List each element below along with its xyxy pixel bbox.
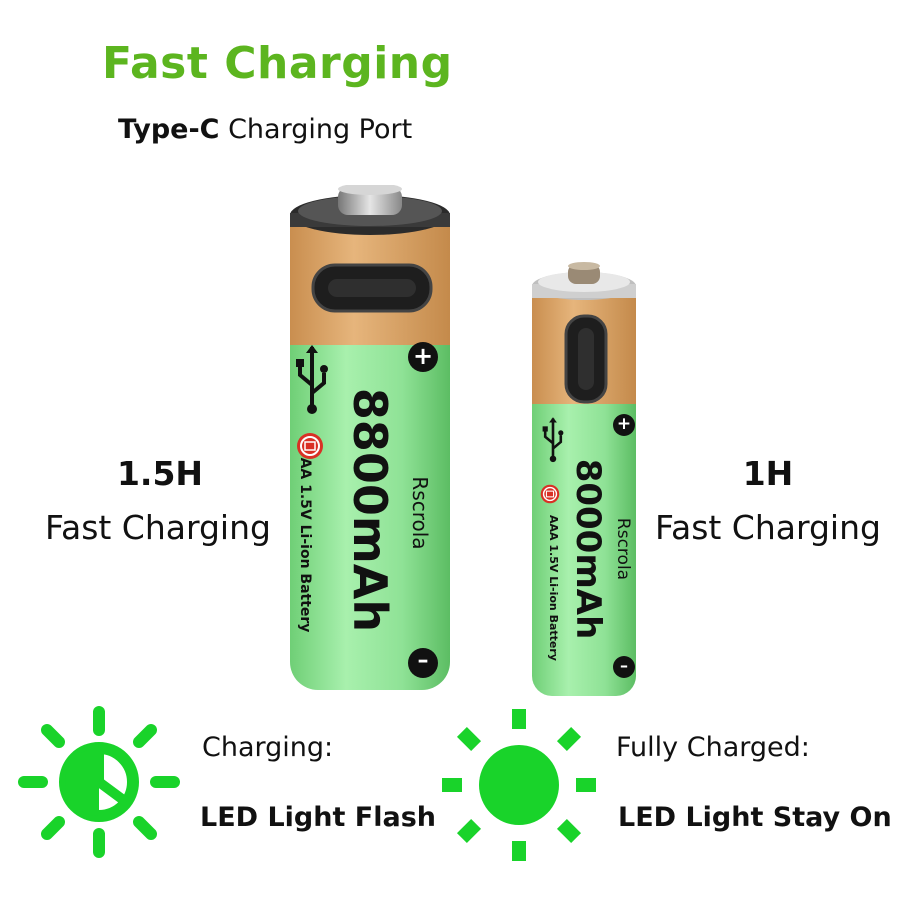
battery-charge-badge-icon xyxy=(296,432,324,460)
aa-brand: Rscrola xyxy=(408,476,432,550)
page-title: Fast Charging xyxy=(102,38,453,89)
charged-desc: LED Light Stay On xyxy=(618,802,892,833)
right-charge-label: Fast Charging xyxy=(655,508,881,547)
aa-capacity: 8800mAh xyxy=(343,387,397,633)
aaa-capacity: 8000mAh xyxy=(568,458,608,640)
charging-title: Charging: xyxy=(202,732,334,763)
aaa-minus-terminal: – xyxy=(613,656,635,678)
right-charge-time: 1H xyxy=(742,454,794,493)
sun-full-icon xyxy=(442,709,596,861)
usb-icon xyxy=(292,345,332,415)
battery-charge-badge-icon xyxy=(540,484,560,504)
aa-spec: AA 1.5V Li-ion Battery xyxy=(297,457,313,633)
left-charge-label: Fast Charging xyxy=(45,508,271,547)
usb-icon xyxy=(540,415,566,465)
aa-battery xyxy=(290,185,450,690)
charging-desc: LED Light Flash xyxy=(200,802,436,833)
aaa-spec: AAA 1.5V Li-ion Battery xyxy=(547,515,560,661)
charged-title: Fully Charged: xyxy=(616,732,810,763)
left-charge-time: 1.5H xyxy=(116,454,204,493)
aaa-brand: Rscrola xyxy=(613,517,633,581)
sun-half-icon xyxy=(18,706,180,858)
aa-plus-terminal: + xyxy=(408,342,438,372)
subtitle-port-type: Type-C xyxy=(118,114,220,145)
aa-minus-terminal: – xyxy=(408,648,438,678)
subtitle-rest: Charging Port xyxy=(219,114,413,145)
aaa-plus-terminal: + xyxy=(613,414,635,436)
page-subtitle: Type-C Charging Port xyxy=(118,114,412,145)
aaa-battery xyxy=(532,262,636,696)
